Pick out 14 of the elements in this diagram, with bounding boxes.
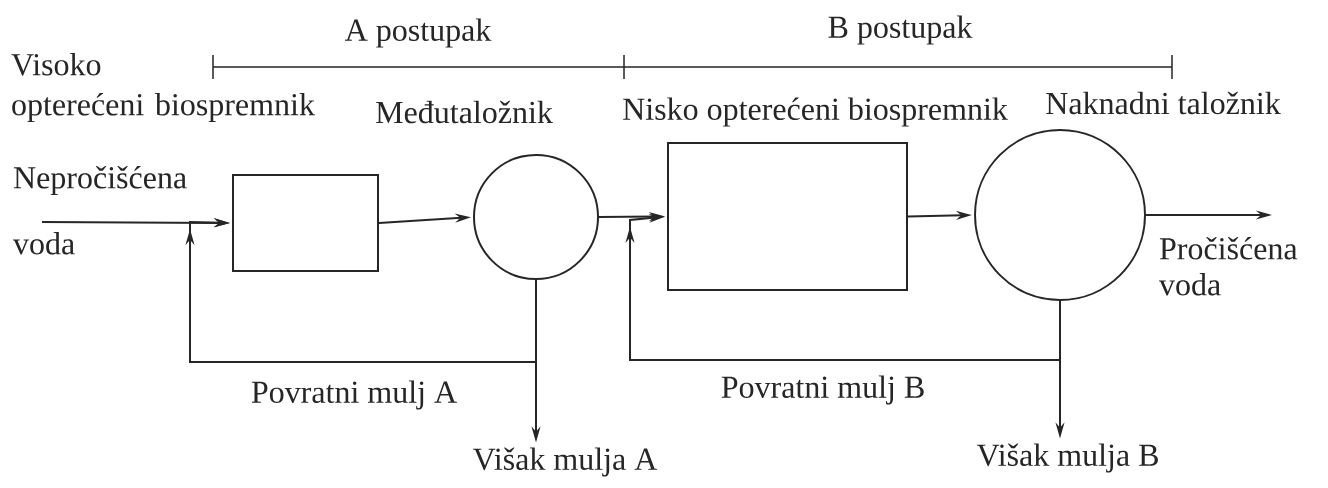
flow-label: Višak mulja B xyxy=(976,443,1158,473)
flow-label: Nepročišćena voda xyxy=(13,166,187,255)
flow-arrow xyxy=(625,213,1061,361)
tank-label: Međutaložnik xyxy=(376,100,553,124)
tank-label: Visoko opterećeni biospremnik xyxy=(11,53,315,122)
edge-label: Povratni mulj A xyxy=(248,378,460,412)
process-label: A postupak xyxy=(345,18,492,48)
process-label: B postupak xyxy=(828,15,973,45)
tank-label: Nisko opterećeni biospremnik xyxy=(623,97,1008,127)
edge-label: Povratni mulj B xyxy=(718,373,928,407)
tank-label: Naknadni taložnik xyxy=(1046,91,1281,115)
flow-label: Višak mulja A xyxy=(473,447,658,477)
flow-label: Pročišćena voda xyxy=(1159,237,1298,296)
flow-arrow xyxy=(185,217,537,363)
